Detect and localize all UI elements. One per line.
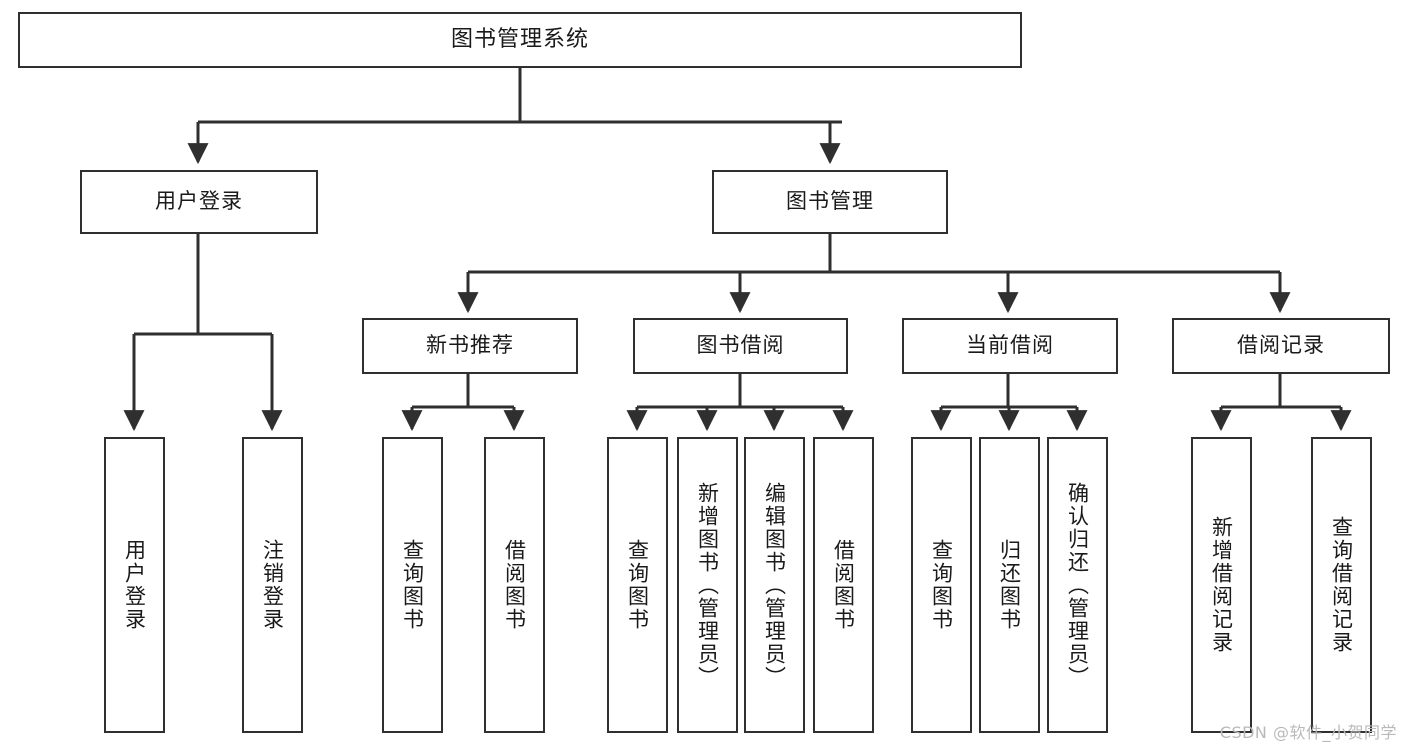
node-label: 图书借阅 [696, 333, 785, 358]
node-label: 查询图书 [400, 539, 425, 631]
node-new-book-recommend[interactable]: 新书推荐 [362, 318, 578, 374]
leaf-confirm-return-admin[interactable]: 确认归还（管理员） [1047, 437, 1108, 733]
node-label: 确认归还（管理员） [1065, 481, 1090, 689]
leaf-add-book-admin[interactable]: 新增图书（管理员） [677, 437, 738, 733]
node-label: 归还图书 [997, 539, 1022, 631]
node-user-login[interactable]: 用户登录 [80, 170, 318, 234]
node-borrow-record[interactable]: 借阅记录 [1172, 318, 1390, 374]
node-book-borrow[interactable]: 图书借阅 [633, 318, 848, 374]
node-label: 新书推荐 [426, 333, 514, 358]
node-label: 查询图书 [625, 539, 650, 631]
node-label: 编辑图书（管理员） [762, 481, 787, 689]
node-label: 用户登录 [155, 189, 243, 214]
node-label: 借阅记录 [1237, 333, 1325, 358]
leaf-query-book-current[interactable]: 查询图书 [911, 437, 972, 733]
leaf-borrow-book-recommend[interactable]: 借阅图书 [484, 437, 545, 733]
leaf-query-borrow-record[interactable]: 查询借阅记录 [1311, 437, 1372, 733]
node-label: 当前借阅 [966, 333, 1054, 358]
node-label: 借阅图书 [502, 539, 527, 631]
node-book-management[interactable]: 图书管理 [712, 170, 948, 234]
leaf-logout-login[interactable]: 注销登录 [242, 437, 303, 733]
leaf-return-book[interactable]: 归还图书 [979, 437, 1040, 733]
node-label: 用户登录 [122, 539, 147, 631]
leaf-query-book-borrow[interactable]: 查询图书 [607, 437, 668, 733]
leaf-add-borrow-record[interactable]: 新增借阅记录 [1191, 437, 1252, 733]
node-current-borrow[interactable]: 当前借阅 [902, 318, 1118, 374]
leaf-user-login[interactable]: 用户登录 [104, 437, 165, 733]
leaf-borrow-book[interactable]: 借阅图书 [813, 437, 874, 733]
node-root-book-management-system[interactable]: 图书管理系统 [18, 12, 1022, 68]
node-label: 新增借阅记录 [1209, 516, 1234, 654]
node-label: 新增图书（管理员） [695, 481, 720, 689]
node-label: 图书管理 [786, 189, 874, 214]
node-label: 查询借阅记录 [1329, 516, 1354, 654]
node-label: 借阅图书 [831, 539, 856, 631]
watermark-text: CSDN @软件_小贺同学 [1219, 723, 1397, 742]
node-label: 图书管理系统 [450, 26, 589, 52]
leaf-query-book-recommend[interactable]: 查询图书 [382, 437, 443, 733]
leaf-edit-book-admin[interactable]: 编辑图书（管理员） [744, 437, 805, 733]
node-label: 查询图书 [929, 539, 954, 631]
node-label: 注销登录 [260, 539, 285, 631]
